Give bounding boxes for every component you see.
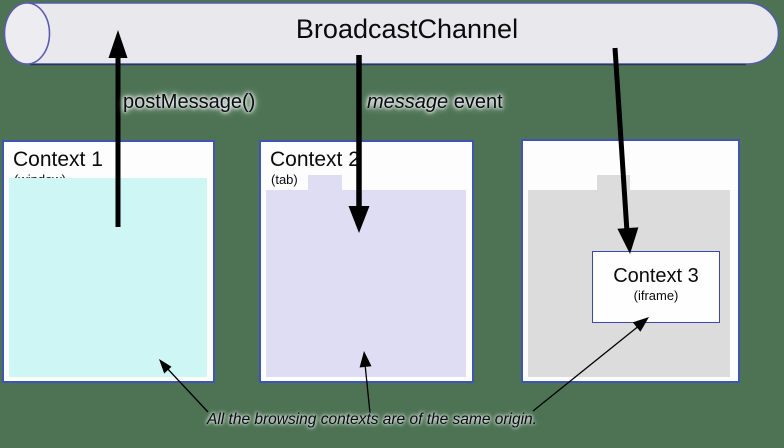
context3-tab-notch bbox=[597, 175, 630, 190]
context3-content-area: Context 3 (iframe) bbox=[528, 175, 730, 377]
context2-content-area bbox=[266, 175, 466, 377]
context1-box: Context 1 (window) bbox=[2, 140, 215, 383]
context2-kind: (tab) bbox=[271, 172, 298, 188]
context2-box: Context 2 (tab) bbox=[259, 140, 474, 383]
context1-title: Context 1 bbox=[13, 148, 103, 171]
context1-content-area bbox=[9, 178, 207, 377]
context2-title: Context 2 bbox=[270, 148, 360, 171]
context3-iframe-box: Context 3 (iframe) bbox=[592, 251, 720, 323]
context2-tab-notch bbox=[308, 175, 342, 190]
context3-title: Context 3 bbox=[613, 265, 699, 287]
context3-box: Context 3 (iframe) bbox=[521, 139, 740, 383]
context3-kind: (iframe) bbox=[633, 288, 679, 303]
